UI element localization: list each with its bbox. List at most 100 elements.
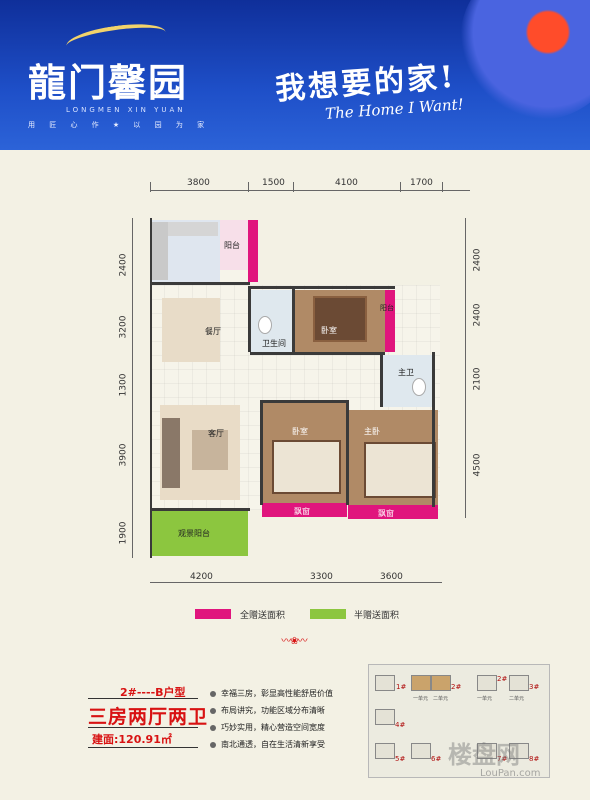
- label-balcony: 观景阳台: [178, 529, 210, 538]
- site-keyplan: 1# 2# 一单元 二单元 2# 3# 一单元 二单元 4# 5# 6# 7# …: [368, 664, 550, 778]
- bullet-icon: [210, 690, 216, 697]
- dim-line-top: [150, 190, 470, 191]
- sofa: [162, 418, 180, 488]
- keyplan-sublabel: 一单元: [413, 696, 429, 702]
- label-dining: 餐厅: [205, 327, 221, 336]
- bay-window-1: [262, 503, 347, 517]
- dim-top-1: 3800: [187, 178, 210, 188]
- label-master-bedroom: 主卧: [364, 427, 380, 436]
- bed: [272, 440, 341, 494]
- keyplan-label: 1#: [396, 683, 407, 691]
- dim-right-4: 4500: [472, 453, 483, 477]
- dim-bottom-1: 4200: [190, 572, 213, 582]
- info-rule-top: [88, 698, 198, 699]
- dim-line-right: [465, 218, 466, 518]
- wall: [150, 282, 250, 285]
- label-side-balcony: 阳台: [380, 304, 394, 312]
- label-bedroom: 卧室: [292, 427, 308, 436]
- dim-tick: [150, 182, 151, 192]
- keyplan-building: [509, 675, 529, 691]
- brand-tagline: 用 匠 心 作 ★ 以 园 为 家: [28, 121, 211, 129]
- dim-left-4: 3900: [118, 443, 129, 467]
- unit-area: 建面:120.91㎡: [92, 733, 172, 746]
- toilet-icon: [258, 316, 272, 334]
- kitchen-counter-top: [168, 222, 218, 236]
- keyplan-building: [477, 743, 497, 759]
- brand-logo: 龍门馨园 LONGMEN XIN YUAN 用 匠 心 作 ★ 以 园 为 家: [28, 19, 204, 132]
- dim-top-2: 1500: [262, 178, 285, 188]
- dim-tick: [442, 182, 443, 192]
- gift-area-kitchen: [248, 220, 258, 282]
- coffee-table: [192, 430, 228, 470]
- keyplan-sublabel: 一单元: [477, 696, 493, 702]
- keyplan-building: [509, 743, 529, 759]
- keyplan-building: [477, 675, 497, 691]
- label-living: 客厅: [208, 429, 224, 438]
- dim-tick: [400, 182, 401, 192]
- info-rule-bottom: [88, 747, 198, 748]
- dim-line-left: [132, 218, 133, 558]
- wall: [260, 400, 348, 403]
- watermark-url: LouPan.com: [480, 768, 541, 779]
- master-bed: [364, 442, 436, 498]
- wall: [292, 286, 295, 352]
- keyplan-label: 2#: [451, 683, 462, 691]
- feature-item: 南北通透，自在生活清新享受: [210, 739, 325, 750]
- dim-top-3: 4100: [335, 178, 358, 188]
- brand-name: 龍门馨园: [28, 60, 189, 105]
- keyplan-building-highlight: [431, 675, 451, 691]
- feature-item: 幸福三房，彰显高性能舒居价值: [210, 688, 333, 699]
- keyplan-label: 7#: [497, 755, 508, 763]
- brand-pinyin: LONGMEN XIN YUAN: [66, 106, 186, 114]
- dim-left-1: 2400: [118, 253, 129, 277]
- dim-left-2: 3200: [118, 315, 129, 339]
- dining-table: [162, 298, 220, 362]
- label-bay-window-1: 飘窗: [294, 507, 310, 516]
- feature-item: 巧妙实用，精心营造空间宽度: [210, 722, 325, 733]
- keyplan-sublabel: 二单元: [433, 696, 449, 702]
- label-bathroom: 卫生间: [262, 339, 286, 348]
- keyplan-label: 5#: [395, 755, 406, 763]
- flower-decoration: [460, 0, 590, 120]
- unit-title: 三房两厅两卫: [88, 706, 209, 728]
- keyplan-building: [411, 743, 431, 759]
- dim-left-5: 1900: [118, 521, 129, 545]
- feature-item: 布局讲究，功能区域分布清晰: [210, 705, 325, 716]
- kitchen-counter: [152, 222, 168, 280]
- wall: [250, 286, 395, 289]
- legend-label-full: 全赠送面积: [240, 611, 286, 621]
- dim-bottom-2: 3300: [310, 572, 333, 582]
- wall: [150, 218, 152, 558]
- dim-right-1: 2400: [472, 248, 483, 272]
- toilet-icon: [412, 378, 426, 396]
- dim-top-4: 1700: [410, 178, 433, 188]
- bullet-icon: [210, 707, 216, 714]
- dim-left-3: 1300: [118, 373, 129, 397]
- keyplan-building-highlight: [411, 675, 431, 691]
- wall: [250, 352, 385, 355]
- keyplan-building: [375, 743, 395, 759]
- wall: [380, 352, 383, 407]
- dim-tick: [248, 182, 249, 192]
- dim-line-bottom: [150, 582, 442, 583]
- viewing-balcony: [150, 510, 248, 556]
- keyplan-sublabel: 二单元: [509, 696, 525, 702]
- legend-label-half: 半赠送面积: [354, 611, 400, 621]
- keyplan-label: 3#: [529, 683, 540, 691]
- label-bedroom-top: 卧室: [321, 326, 337, 335]
- bay-window-2: [348, 505, 438, 519]
- keyplan-building: [375, 675, 395, 691]
- label-bay-window-2: 飘窗: [378, 509, 394, 518]
- gift-area-top-bedroom: [385, 290, 395, 352]
- bed-top: [313, 296, 367, 342]
- unit-type: 2#----B户型: [120, 686, 186, 699]
- divider-ornament: 〰❀〰: [281, 636, 307, 647]
- bullet-icon: [210, 741, 216, 748]
- dim-bottom-3: 3600: [380, 572, 403, 582]
- dim-right-2: 2400: [472, 303, 483, 327]
- header-banner: 龍门馨园 LONGMEN XIN YUAN 用 匠 心 作 ★ 以 园 为 家 …: [0, 0, 590, 150]
- wall: [432, 352, 435, 507]
- dim-right-3: 2100: [472, 367, 483, 391]
- label-kitchen-balcony: 阳台: [224, 241, 240, 250]
- keyplan-label: 2#: [497, 675, 508, 683]
